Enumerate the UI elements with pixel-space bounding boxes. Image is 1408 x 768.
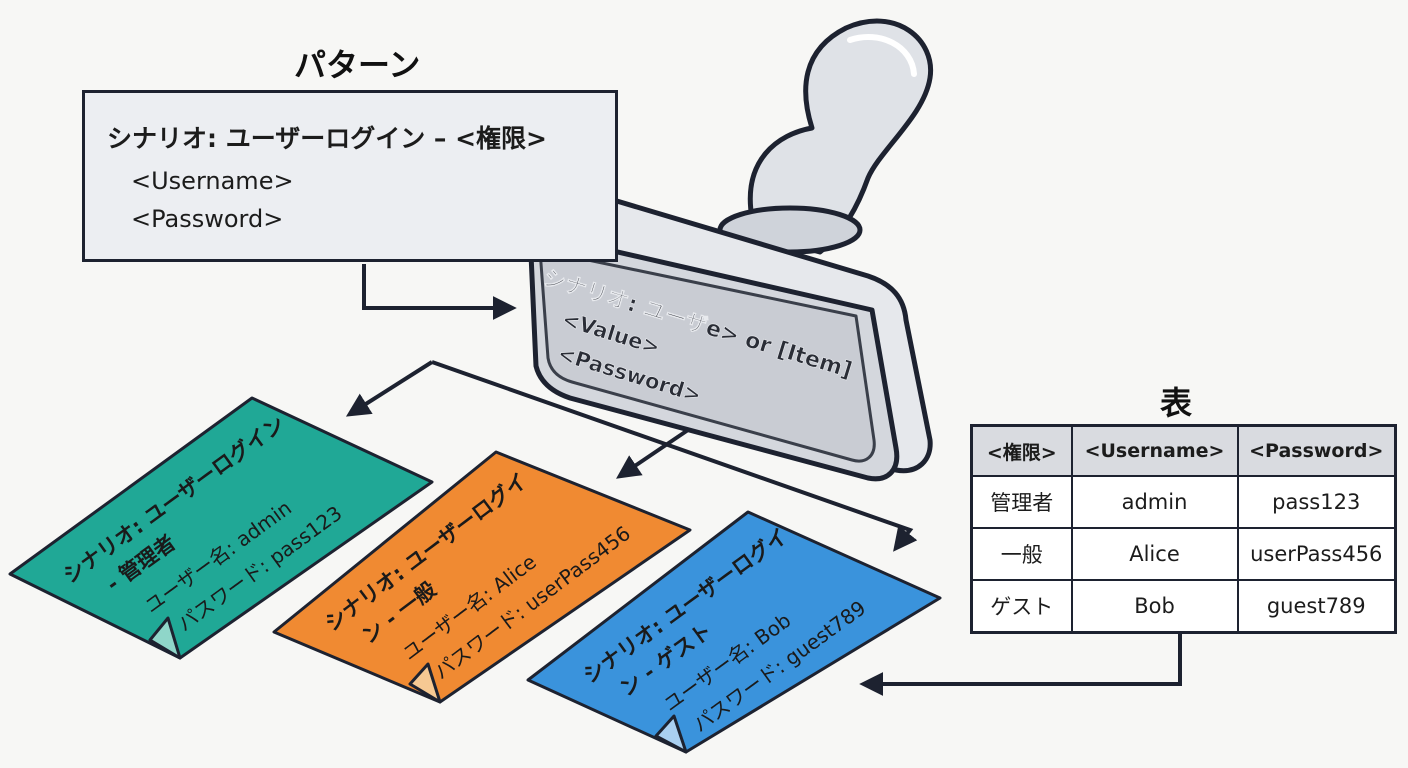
card-curl <box>654 714 688 754</box>
table-row: ゲスト Bob guest789 <box>970 579 1397 634</box>
table-title: 表 <box>1160 384 1193 422</box>
data-table: <権限> <Username> <Password> 管理者 admin pas… <box>970 424 1397 634</box>
table-row: 管理者 admin pass123 <box>970 475 1397 529</box>
table-cell: Alice <box>1070 527 1239 581</box>
table-header-cell: <Username> <box>1070 424 1239 477</box>
table-cell: ゲスト <box>970 579 1073 634</box>
result-card-general: シナリオ: ユーザーログイ ン - 一般 ユーザー名: Alice パスワード:… <box>272 450 692 704</box>
table-cell: guest789 <box>1236 579 1397 634</box>
table-header-cell: <Password> <box>1236 424 1397 477</box>
arrow-to-orange-card <box>616 428 690 479</box>
table-cell: 管理者 <box>970 475 1073 529</box>
table-cell: pass123 <box>1236 475 1397 529</box>
pattern-heading: シナリオ: ユーザーログイン – <権限> <box>107 124 548 153</box>
card-background <box>272 450 692 704</box>
table-header-cell: <権限> <box>970 424 1073 477</box>
table-cell: admin <box>1070 475 1239 529</box>
arrow-to-blue-card <box>431 360 918 552</box>
card-background <box>526 510 942 754</box>
table-header-row: <権限> <Username> <Password> <box>970 424 1397 477</box>
table-cell: userPass456 <box>1236 527 1397 581</box>
pattern-title: パターン <box>294 46 421 84</box>
table-cell: Bob <box>1070 579 1239 634</box>
stamp-handle <box>717 18 934 255</box>
card-curl <box>408 662 442 704</box>
arrow-to-green-card <box>345 360 434 417</box>
arrow-pattern-to-stamp <box>362 264 517 320</box>
pattern-line-password: <Password> <box>131 205 284 233</box>
card-background <box>8 396 434 660</box>
card-curl <box>148 616 182 660</box>
pattern-line-username: <Username> <box>131 167 294 195</box>
table-cell: 一般 <box>970 527 1073 581</box>
arrow-table-to-cards <box>859 632 1182 696</box>
table-row: 一般 Alice userPass456 <box>970 527 1397 581</box>
stamp-body: シナリオ: ユーザe> or [Item] <Value> <Password> <box>527 184 933 482</box>
pattern-box: シナリオ: ユーザーログイン – <権限> <Username> <Passwo… <box>82 90 618 262</box>
